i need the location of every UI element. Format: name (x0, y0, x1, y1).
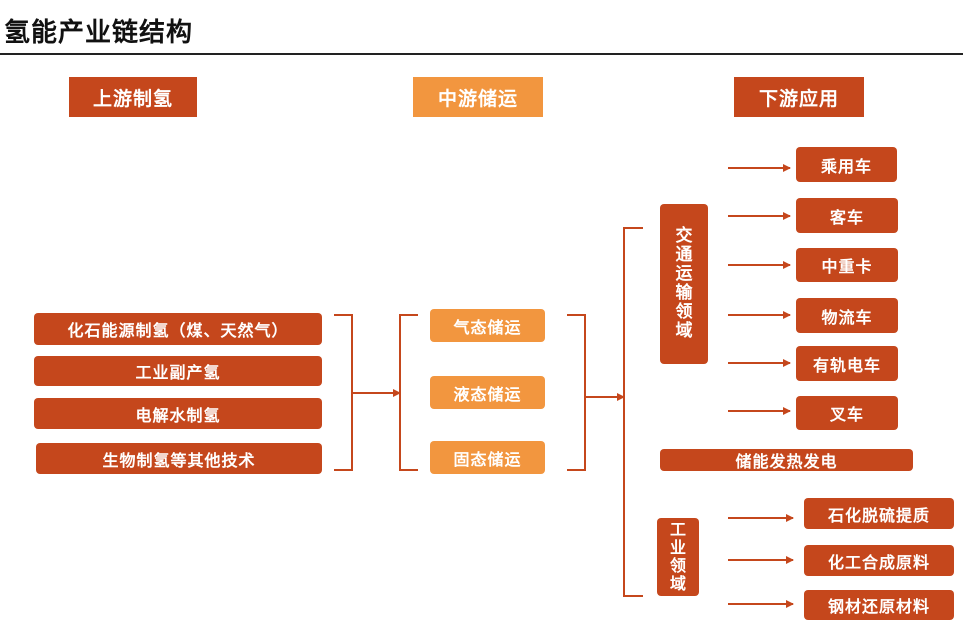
transport-label-char: 交 (675, 226, 693, 246)
transport-sector-label: 交 通 运 输 领 域 (660, 204, 708, 364)
downstream-item-energy-storage: 储能发热发电 (660, 449, 913, 471)
downstream-item-petrochemical: 石化脱硫提质 (804, 498, 954, 529)
downstream-item-bus: 客车 (796, 198, 898, 233)
downstream-item-forklift: 叉车 (796, 396, 898, 430)
upstream-item-electrolysis: 电解水制氢 (34, 398, 322, 429)
upstream-bracket (334, 314, 353, 471)
upstream-item-biological: 生物制氢等其他技术 (36, 443, 322, 474)
downstream-bracket (623, 227, 643, 597)
header-upstream: 上游制氢 (69, 77, 197, 117)
midstream-item-solid: 固态储运 (430, 441, 545, 474)
downstream-item-logistics-vehicle: 物流车 (796, 298, 898, 333)
industry-label-char: 域 (669, 574, 686, 593)
transport-label-char: 域 (675, 321, 693, 341)
midstream-right-bracket (567, 314, 586, 471)
transport-label-char: 运 (675, 264, 693, 284)
title-divider (0, 53, 963, 55)
page-title: 氢能产业链结构 (4, 18, 194, 48)
header-downstream: 下游应用 (734, 77, 864, 117)
upstream-item-byproduct: 工业副产氢 (34, 356, 322, 386)
industry-label-char: 工 (669, 520, 686, 539)
transport-label-char: 领 (675, 302, 693, 322)
downstream-item-passenger-car: 乘用车 (796, 147, 897, 182)
midstream-item-liquid: 液态储运 (430, 376, 545, 409)
downstream-item-heavy-truck: 中重卡 (796, 248, 898, 282)
industry-label-char: 业 (669, 538, 686, 557)
downstream-item-chemical-feedstock: 化工合成原料 (804, 545, 954, 576)
midstream-left-bracket (399, 314, 418, 471)
midstream-item-gas: 气态储运 (430, 309, 545, 342)
upstream-item-fossil: 化石能源制氢（煤、天然气） (34, 313, 322, 345)
transport-label-char: 输 (675, 283, 693, 303)
transport-label-char: 通 (675, 245, 693, 265)
downstream-item-steel-reduction: 钢材还原材料 (804, 590, 954, 620)
industry-label-char: 领 (669, 556, 686, 575)
header-midstream: 中游储运 (413, 77, 543, 117)
industry-sector-label: 工 业 领 域 (657, 518, 699, 596)
downstream-item-tram: 有轨电车 (796, 346, 898, 381)
